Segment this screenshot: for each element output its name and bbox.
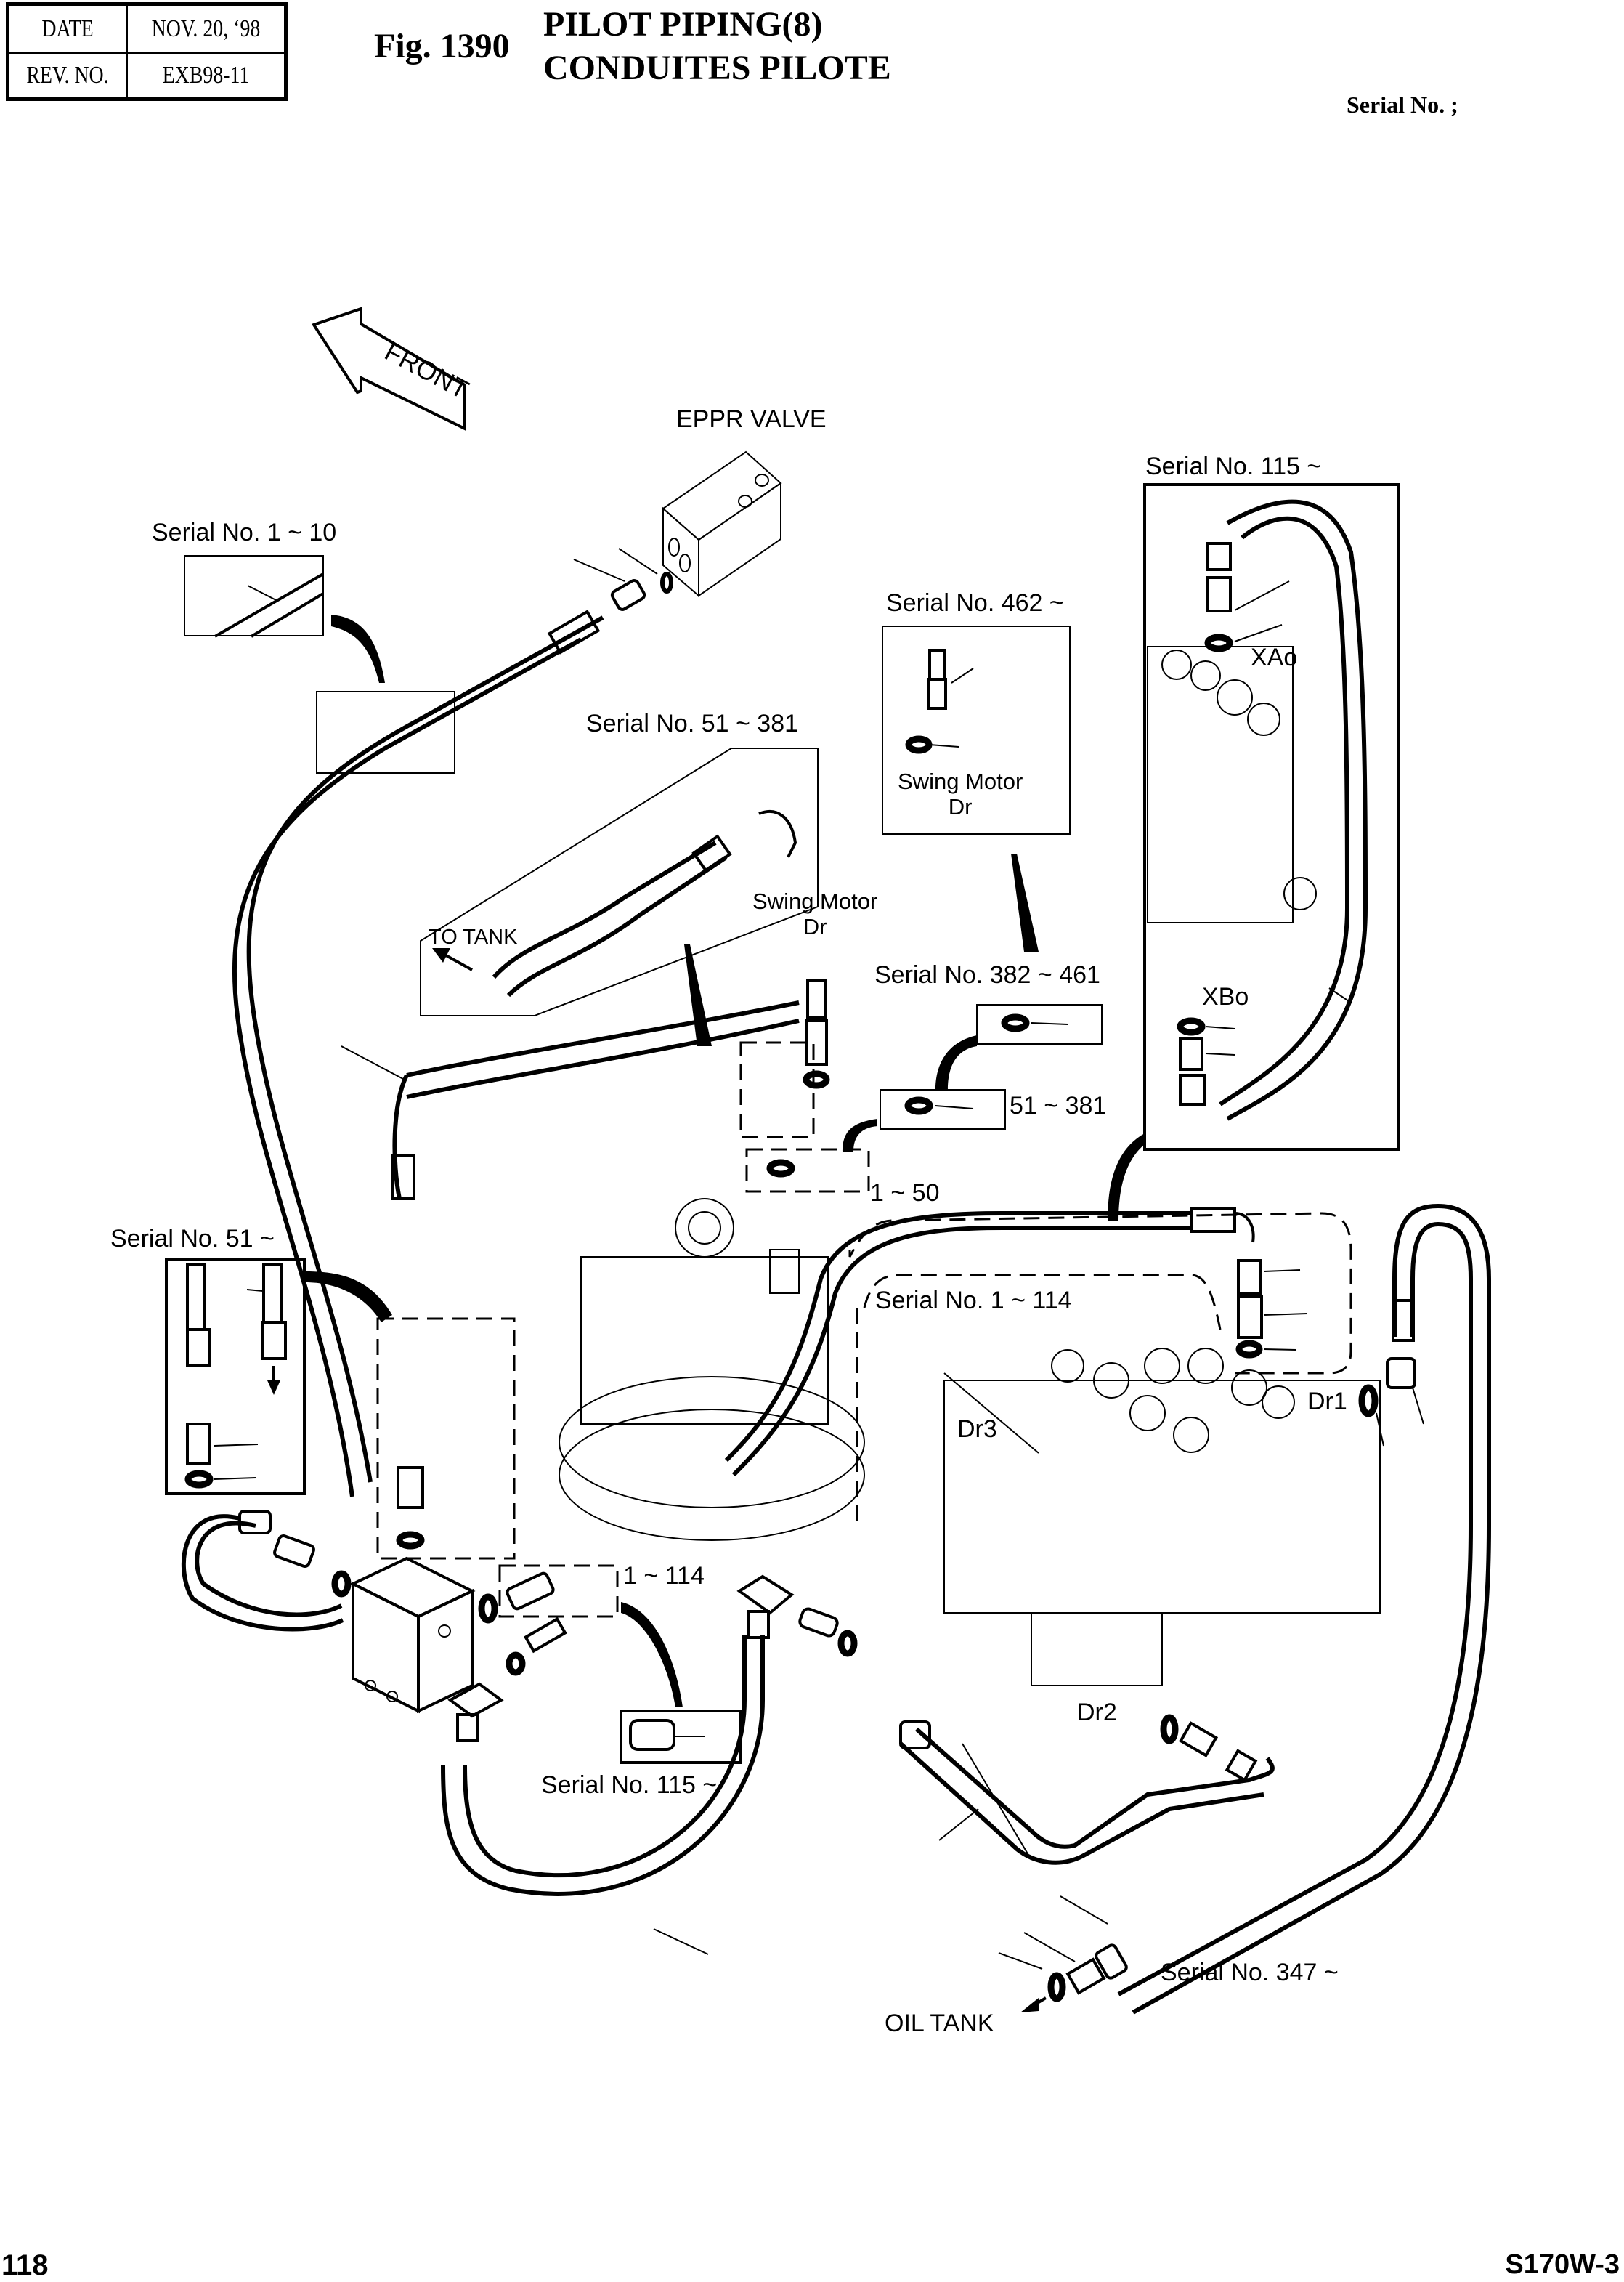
serial-1-114-label: Serial No. 1 ~ 114 [875, 1287, 1072, 1314]
range-1-50-label: 1 ~ 50 [870, 1179, 940, 1207]
swing-motor-text: Swing Motor [898, 769, 1023, 794]
model-number: S170W-3 [1505, 2249, 1620, 2280]
rev-value: EXB98-11 [162, 62, 250, 89]
inset-serial-51-381 [420, 748, 819, 1016]
front-arrow-icon: FRONT [311, 307, 474, 432]
inset-serial-115-top [1143, 483, 1400, 1151]
figure-title: PILOT PIPING(8) CONDUITES PILOTE [543, 3, 891, 90]
rev-label: REV. NO. [26, 62, 109, 89]
swing-motor-text: Swing Motor [752, 889, 878, 914]
inset-serial-51 [165, 1258, 306, 1495]
table-divider [9, 52, 284, 54]
dr-text: Dr [948, 794, 973, 820]
inset-serial-462 [882, 626, 1071, 835]
serial-115-top-label: Serial No. 115 ~ [1145, 453, 1322, 480]
oil-tank-label: OIL TANK [885, 2010, 994, 2037]
eppr-valve [573, 450, 782, 611]
date-value: NOV. 20, ‘98 [151, 15, 261, 42]
serial-462-label: Serial No. 462 ~ [886, 589, 1064, 617]
dr-text: Dr [803, 914, 827, 939]
serial-note: Serial No. ; [1347, 92, 1458, 118]
swing-motor-dr-label-b: Swing Motor Dr [898, 770, 1023, 818]
inset-serial-1-10 [184, 555, 324, 636]
title-french: CONDUITES PILOTE [543, 49, 891, 87]
swing-motor-dr-label-a: Swing Motor Dr [752, 890, 877, 938]
control-valve-partial [1147, 646, 1317, 923]
main-control-valve [943, 1348, 1381, 1686]
figure-number: Fig. 1390 [374, 27, 510, 65]
serial-382-461-label: Serial No. 382 ~ 461 [874, 961, 1100, 989]
port-dr3-label: Dr3 [957, 1415, 997, 1443]
serial-51-label: Serial No. 51 ~ [110, 1225, 275, 1253]
range-1-114-label: 1 ~ 114 [623, 1562, 705, 1590]
callout-pointer [331, 615, 385, 683]
to-tank-label: TO TANK [429, 926, 518, 949]
port-dr2-label: Dr2 [1077, 1699, 1117, 1726]
port-dr1-label: Dr1 [1307, 1388, 1347, 1415]
left-valve-block [349, 1556, 476, 1714]
swing-motor [559, 1198, 865, 1541]
title-english: PILOT PIPING(8) [543, 5, 823, 44]
port-xbo-label: XBo [1202, 983, 1249, 1011]
serial-51-381-label: Serial No. 51 ~ 381 [586, 710, 799, 737]
page-number: 118 [1, 2249, 49, 2281]
serial-1-10-label: Serial No. 1 ~ 10 [152, 519, 337, 546]
serial-347-label: Serial No. 347 ~ [1161, 1959, 1339, 1986]
date-label: DATE [41, 15, 94, 42]
inset-serial-382-461 [976, 1004, 1103, 1045]
range-51-381-label: 51 ~ 381 [1010, 1092, 1107, 1120]
inset-range-51-381 [880, 1089, 1006, 1130]
port-xao-label: XAo [1251, 644, 1298, 671]
eppr-valve-label: EPPR VALVE [676, 405, 827, 433]
serial-115-bottom-label: Serial No. 115 ~ [541, 1771, 718, 1799]
revision-table: DATE NOV. 20, ‘98 REV. NO. EXB98-11 [6, 2, 288, 101]
